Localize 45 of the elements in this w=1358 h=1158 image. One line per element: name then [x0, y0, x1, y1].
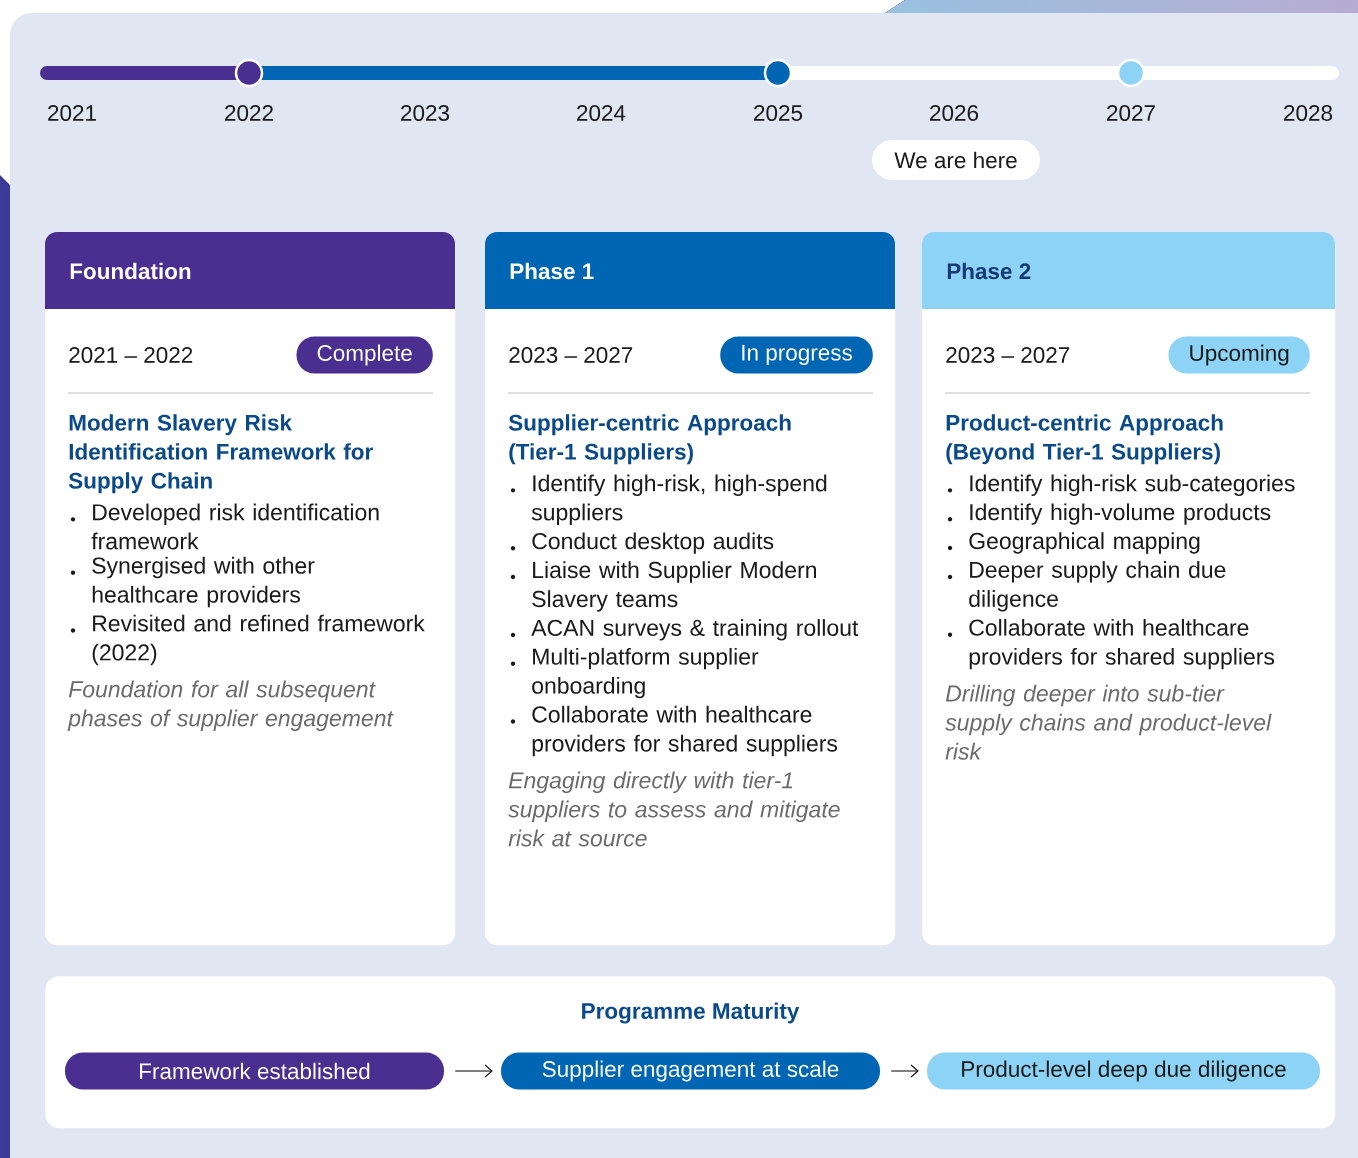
- bullet-item: Identify high-risk, high-spend suppliers: [510, 474, 827, 525]
- date-range: 2023 – 2027: [946, 347, 1070, 363]
- year-label: 2025: [754, 105, 803, 121]
- bullet-item: Liaise with Supplier Modern Slavery teams: [510, 561, 816, 612]
- phase-card: [485, 232, 896, 946]
- bullet-item: Collaborate with healthcare providers for shared suppliers: [510, 705, 838, 757]
- bullet-item: Deeper supply chain due diligence: [947, 561, 1226, 612]
- card-header: Foundation: [45, 232, 455, 309]
- bullet-item: Conduct desktop audits: [510, 532, 774, 554]
- card-header: Phase 1: [485, 232, 895, 309]
- bullet-item: Geographical mapping: [947, 532, 1200, 554]
- phase-card: [45, 232, 456, 946]
- card-title: Supplier-centric Approach (Tier-1 Suppliers): [508, 414, 791, 465]
- bullet-item: ACAN surveys & training rollout: [510, 619, 859, 641]
- maturity-pill: Framework established: [65, 1052, 444, 1090]
- maturity-pill: Product-level deep due diligence: [927, 1052, 1320, 1090]
- date-range: 2021 – 2022: [69, 347, 193, 363]
- status-pill: Complete: [296, 336, 433, 374]
- year-label: 2023: [401, 105, 450, 121]
- summary-note: Foundation for all subsequent phases of supplier engagement: [67, 680, 394, 731]
- bullet-item: Identify high-risk sub-categories: [947, 474, 1295, 496]
- bullet-item: Identify high-volume products: [947, 503, 1271, 525]
- maturity-pill: Supplier engagement at scale: [501, 1052, 880, 1090]
- card-header: Phase 2: [922, 232, 1335, 309]
- summary-note: Drilling deeper into sub-tier supply chains and product-level risk: [945, 684, 1272, 760]
- location-pill: We are here: [872, 140, 1040, 180]
- bullet-item: Developed risk identification framework: [70, 503, 379, 550]
- year-label: 2024: [577, 105, 626, 121]
- status-pill: Upcoming: [1168, 336, 1310, 374]
- arrow: [890, 1064, 919, 1078]
- year-label: 2022: [225, 105, 273, 121]
- year-label: 2027: [1107, 105, 1155, 121]
- bullet-item: Revisited and refined framework (2022): [70, 614, 425, 666]
- phase-card: [922, 232, 1336, 946]
- summary-note: Engaging directly with tier-1 suppliers to assess and mitigate risk at source: [508, 771, 840, 847]
- bullet-item: Collaborate with healthcare providers for shared suppliers: [947, 618, 1275, 670]
- card-title: Product-centric Approach (Beyond Tier-1 Suppliers): [946, 414, 1223, 465]
- status-pill: In progress: [720, 336, 873, 374]
- arrow: [454, 1064, 493, 1078]
- bullet-item: Synergised with other healthcare providers: [70, 556, 315, 608]
- card-title: Modern Slavery Risk Identification Framework for Supply Chain: [68, 414, 373, 494]
- bullet-item: Multi-platform supplier onboarding: [510, 647, 759, 699]
- year-label: 2028: [1284, 105, 1333, 121]
- date-range: 2023 – 2027: [509, 347, 633, 363]
- year-label: 2021: [48, 105, 96, 121]
